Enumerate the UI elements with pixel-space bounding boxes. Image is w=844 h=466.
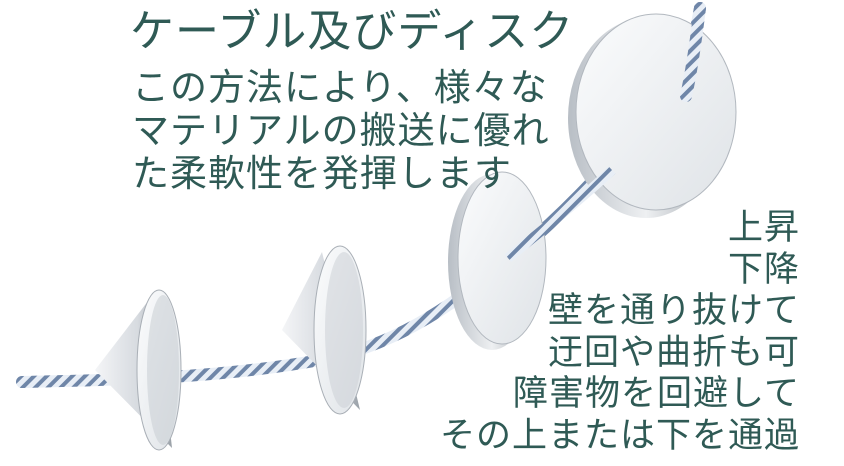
intro-line: この方法により、様々な	[132, 66, 548, 109]
intro-text: この方法により、様々な マテリアルの搬送に優れ た柔軟性を発揮します	[132, 66, 550, 195]
intro-line: マテリアルの搬送に優れ	[132, 109, 550, 152]
feature-line: その上または下を通過	[439, 415, 800, 456]
title-text: ケーブル及びディスク	[130, 6, 575, 57]
feature-list: 上昇 下降 壁を通り抜けて 迂回や曲折も可 障害物を回避して その上または下を通…	[440, 208, 800, 457]
feature-line: 迂回や曲折も可	[547, 332, 800, 373]
cone-disc-2	[282, 245, 367, 415]
feature-line: 壁を通り抜けて	[547, 291, 800, 331]
feature-line: 下降	[727, 249, 800, 290]
feature-line: 上昇	[727, 208, 800, 248]
flat-disc-3	[448, 171, 547, 350]
intro-line: た柔軟性を発揮します	[132, 152, 512, 195]
cone-disc-1	[95, 289, 182, 451]
feature-line: 障害物を回避して	[513, 374, 800, 414]
